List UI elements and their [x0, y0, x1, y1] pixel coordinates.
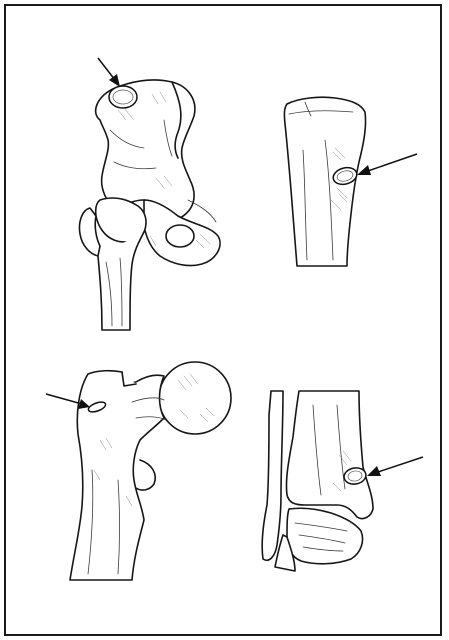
proximal-femur-illustration: [40, 360, 240, 585]
pelvis-arrow-shaft: [98, 58, 115, 80]
ankle-arrow-head: [367, 466, 381, 476]
tibia-arrow-head: [357, 165, 371, 175]
femur-arrow-shaft: [46, 394, 82, 404]
distal-tibia-fibula-illustration: [255, 385, 430, 575]
proximal-tibia-illustration: [275, 90, 425, 270]
pelvis-arrow-head: [109, 74, 120, 87]
pelvis-hip-illustration: [60, 50, 240, 335]
ankle-arrow-shaft: [375, 457, 423, 473]
tibia-arrow-shaft: [365, 154, 417, 172]
